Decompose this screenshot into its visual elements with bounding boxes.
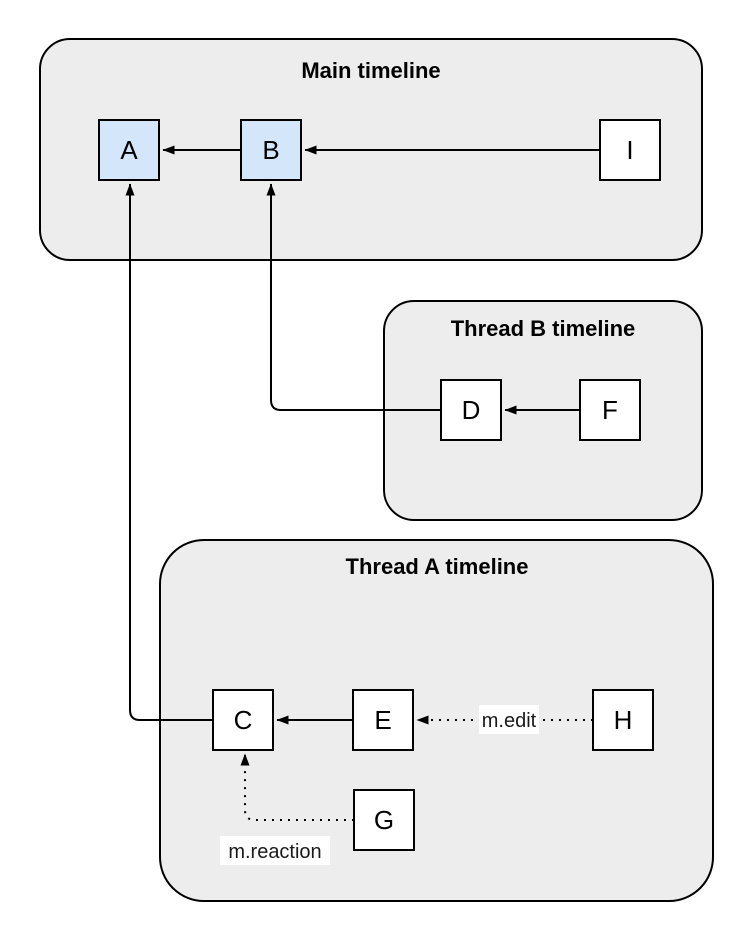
node-F-label: F bbox=[602, 395, 618, 425]
node-E-label: E bbox=[374, 705, 391, 735]
node-C: C bbox=[212, 689, 274, 751]
node-E-box bbox=[352, 689, 414, 751]
node-H: H bbox=[592, 689, 654, 751]
node-I-box bbox=[599, 119, 661, 181]
node-G-label: G bbox=[374, 805, 394, 835]
node-A-label: A bbox=[120, 135, 138, 165]
edge-label-m-reaction-text: m.reaction bbox=[228, 841, 321, 863]
node-I-label: I bbox=[626, 135, 633, 165]
container-thread-a-timeline-title: Thread A timeline bbox=[346, 554, 529, 579]
edge-label-m-edit-bg bbox=[479, 705, 539, 734]
edge-label-m-reaction-bg bbox=[220, 836, 330, 865]
node-B-box bbox=[240, 119, 302, 181]
node-C-label: C bbox=[234, 705, 253, 735]
node-G-box bbox=[353, 789, 415, 851]
node-E: E bbox=[352, 689, 414, 751]
edge-label-m-edit-text: m.edit bbox=[482, 710, 537, 732]
edge-label-m-edit: m.edit bbox=[479, 705, 539, 734]
node-A: A bbox=[98, 119, 160, 181]
container-thread-b-timeline-title: Thread B timeline bbox=[451, 316, 636, 341]
node-F: F bbox=[579, 379, 641, 441]
node-D-box bbox=[440, 379, 502, 441]
node-B-label: B bbox=[262, 135, 279, 165]
node-B: B bbox=[240, 119, 302, 181]
node-D-label: D bbox=[462, 395, 481, 425]
edge-C-to-A bbox=[125, 183, 213, 721]
node-D: D bbox=[440, 379, 502, 441]
node-G: G bbox=[353, 789, 415, 851]
node-I: I bbox=[599, 119, 661, 181]
node-A-box bbox=[98, 119, 160, 181]
node-F-box bbox=[579, 379, 641, 441]
node-C-box bbox=[212, 689, 274, 751]
node-H-label: H bbox=[614, 705, 633, 735]
edge-D-to-B bbox=[266, 183, 441, 411]
container-main-timeline-title: Main timeline bbox=[301, 58, 440, 83]
node-H-box bbox=[592, 689, 654, 751]
edge-label-m-reaction: m.reaction bbox=[220, 836, 330, 865]
